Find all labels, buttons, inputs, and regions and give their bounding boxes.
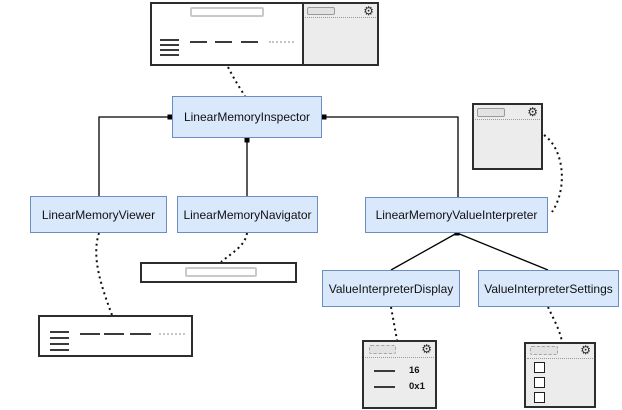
display-mockup-window: ⚙ 16 0x1 bbox=[362, 340, 437, 409]
pane-title-input bbox=[307, 7, 335, 15]
node-label: LinearMemoryViewer bbox=[41, 207, 156, 222]
mock-checkbox bbox=[534, 392, 545, 403]
edge-inspector-viewer bbox=[98, 116, 172, 196]
edge-inspector-valueinterpreter bbox=[322, 116, 459, 197]
pane-title-input bbox=[530, 346, 558, 355]
pane-title-input bbox=[369, 345, 396, 354]
ascii-preview-dots bbox=[159, 333, 185, 335]
viewer-pane bbox=[152, 4, 302, 64]
header-separator bbox=[475, 119, 540, 120]
interpreter-pane: ⚙ bbox=[302, 4, 377, 64]
settings-mockup-window: ⚙ bbox=[524, 342, 596, 408]
node-label: ValueInterpreterDisplay bbox=[328, 281, 454, 296]
dashed-viewer-viewerwindow bbox=[95, 232, 113, 316]
node-linear-memory-inspector: LinearMemoryInspector bbox=[172, 96, 322, 138]
node-value-interpreter-display: ValueInterpreterDisplay bbox=[322, 270, 460, 307]
header-separator bbox=[305, 17, 376, 18]
node-linear-memory-value-interpreter: LinearMemoryValueInterpreter bbox=[365, 197, 548, 233]
value-type-line bbox=[374, 386, 395, 388]
edge-valueinterpreter-display bbox=[390, 232, 458, 271]
valueinterpreter-mockup-window: ⚙ bbox=[472, 103, 543, 170]
gear-icon: ⚙ bbox=[421, 342, 432, 356]
address-input bbox=[190, 7, 264, 17]
gear-icon: ⚙ bbox=[527, 105, 538, 119]
node-label: LinearMemoryNavigator bbox=[183, 207, 312, 222]
node-label: LinearMemoryValueInterpreter bbox=[375, 208, 538, 222]
dashed-display-displaywindow bbox=[390, 306, 398, 341]
node-value-interpreter-settings: ValueInterpreterSettings bbox=[478, 270, 619, 307]
mock-checkbox bbox=[534, 362, 545, 373]
gear-icon: ⚙ bbox=[580, 343, 591, 357]
gear-icon: ⚙ bbox=[363, 4, 374, 18]
navigator-mockup-bar bbox=[140, 262, 297, 283]
viewer-mockup-window bbox=[38, 315, 193, 357]
header-separator bbox=[527, 358, 593, 359]
endpoint-square bbox=[321, 114, 327, 120]
inspector-mockup-window: ⚙ bbox=[150, 2, 379, 66]
header-separator bbox=[365, 357, 434, 358]
mock-checkbox bbox=[534, 377, 545, 388]
dashed-navigator-barwindow bbox=[220, 232, 248, 263]
edge-valueinterpreter-settings bbox=[456, 232, 549, 271]
address-input bbox=[185, 267, 257, 277]
node-linear-memory-viewer: LinearMemoryViewer bbox=[30, 196, 167, 233]
value-type-line bbox=[374, 370, 395, 372]
node-label: ValueInterpreterSettings bbox=[484, 281, 613, 296]
node-linear-memory-navigator: LinearMemoryNavigator bbox=[177, 196, 318, 233]
ascii-preview-dots bbox=[269, 41, 294, 43]
pane-title-input bbox=[477, 108, 505, 117]
dashed-topwindow-inspector bbox=[227, 66, 246, 97]
dashed-settings-settingswindow bbox=[547, 306, 563, 343]
value-text: 16 bbox=[409, 365, 420, 376]
endpoint-square bbox=[244, 137, 250, 143]
value-text: 0x1 bbox=[409, 381, 425, 392]
node-label: LinearMemoryInspector bbox=[183, 110, 311, 124]
